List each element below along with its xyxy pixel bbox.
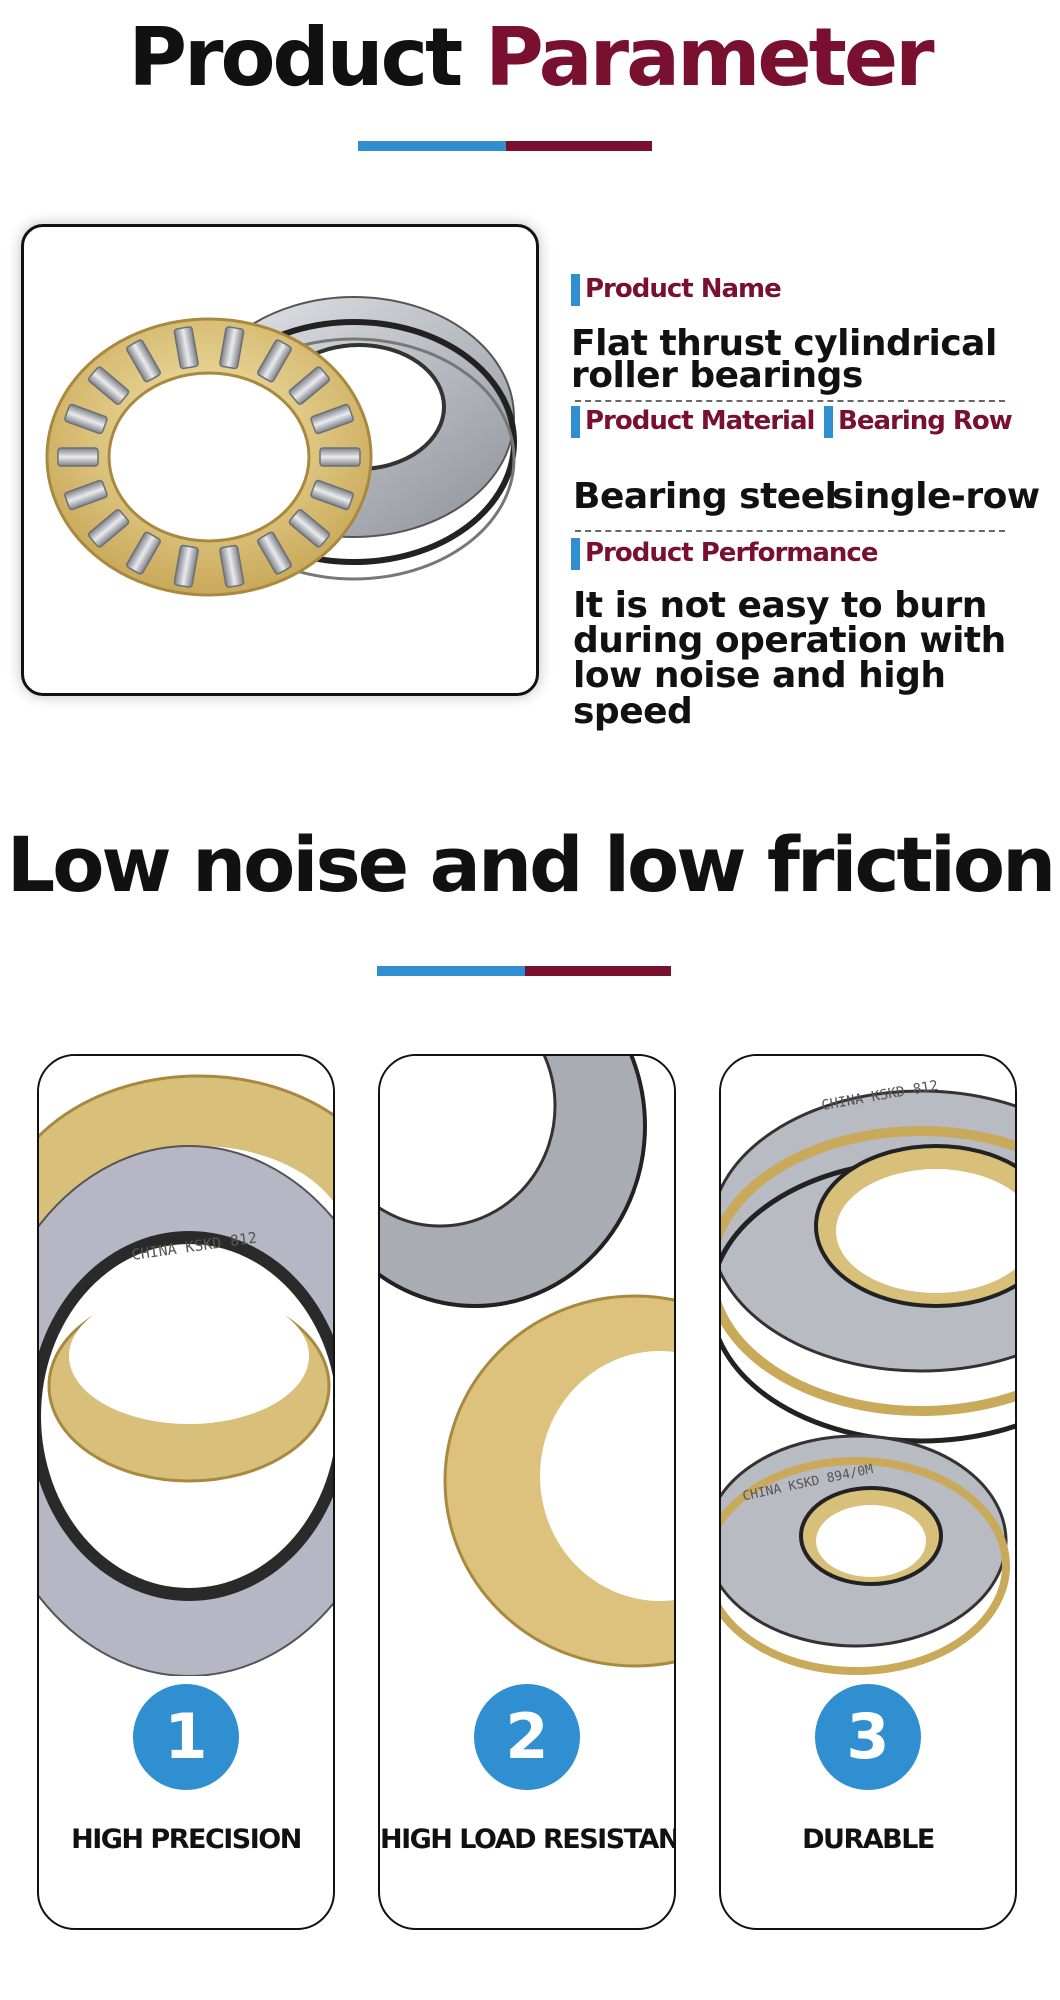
label-bearing-row: Bearing Row	[824, 404, 1013, 438]
value-product-name-line1: Flat thrust cylindrical	[571, 323, 997, 364]
roller	[173, 326, 199, 370]
feature-label-3: DURABLE	[802, 1824, 935, 1855]
roller	[173, 544, 199, 588]
feature-label-1: HIGH PRECISION	[71, 1824, 302, 1855]
roller	[64, 403, 108, 435]
section2-underline-blue	[377, 966, 525, 976]
roller	[126, 531, 161, 575]
feature-number-badge-3: 3	[815, 1684, 921, 1790]
roller	[257, 339, 292, 383]
value-product-name-line2: roller bearings	[571, 355, 863, 396]
title-word-product: Product	[128, 11, 463, 104]
roller	[310, 479, 354, 511]
feature-card-2: 2 HIGH LOAD RESISTANCE	[378, 1054, 676, 1930]
divider-1	[575, 400, 1005, 402]
roller	[126, 339, 161, 383]
feature-label-2: HIGH LOAD RESISTANCE	[380, 1824, 674, 1855]
feature-card-1: CHINA KSKD 812 1 HIGH PRECISION	[37, 1054, 335, 1930]
value-performance-line2: during operation with	[573, 620, 1006, 661]
roller	[64, 479, 108, 511]
roller	[57, 447, 99, 467]
title-underline-blue	[358, 141, 506, 151]
value-product-material: Bearing steel	[573, 476, 837, 517]
roller	[219, 544, 245, 588]
label-product-material: Product Material	[571, 404, 815, 438]
roller	[310, 403, 354, 435]
roller	[219, 326, 245, 370]
roller	[288, 366, 330, 405]
label-product-performance: Product Performance	[571, 536, 878, 570]
feature-number-badge-1: 1	[133, 1684, 239, 1790]
feature-number-badge-2: 2	[474, 1684, 580, 1790]
thrust-bearing-image	[45, 296, 517, 597]
section-title-low-noise: Low noise and low friction	[6, 820, 1056, 909]
title-underline-maroon	[506, 141, 652, 151]
value-bearing-row: single-row	[832, 476, 1040, 517]
value-performance-line1: It is not easy to burn	[573, 585, 987, 626]
bearing-closeup-image-2	[380, 1056, 674, 1676]
label-product-name: Product Name	[571, 272, 782, 306]
feature-card-3: CHINA KSKD 812 CHINA KSKD 894/0M 3 DURAB…	[719, 1054, 1017, 1930]
bearing-closeup-image-1: CHINA KSKD 812	[39, 1056, 333, 1676]
roller	[88, 509, 130, 548]
product-image-frame	[21, 224, 539, 696]
divider-2	[575, 530, 1005, 532]
roller	[88, 366, 130, 405]
value-performance-line3: low noise and high speed	[573, 655, 946, 732]
roller	[257, 531, 292, 575]
section-title-product-parameter: Product Parameter	[0, 0, 1060, 115]
roller	[319, 447, 361, 467]
title-word-parameter: Parameter	[485, 11, 934, 104]
roller	[288, 509, 330, 548]
bearing-closeup-image-3: CHINA KSKD 812 CHINA KSKD 894/0M	[721, 1056, 1015, 1676]
section2-underline-maroon	[525, 966, 671, 976]
